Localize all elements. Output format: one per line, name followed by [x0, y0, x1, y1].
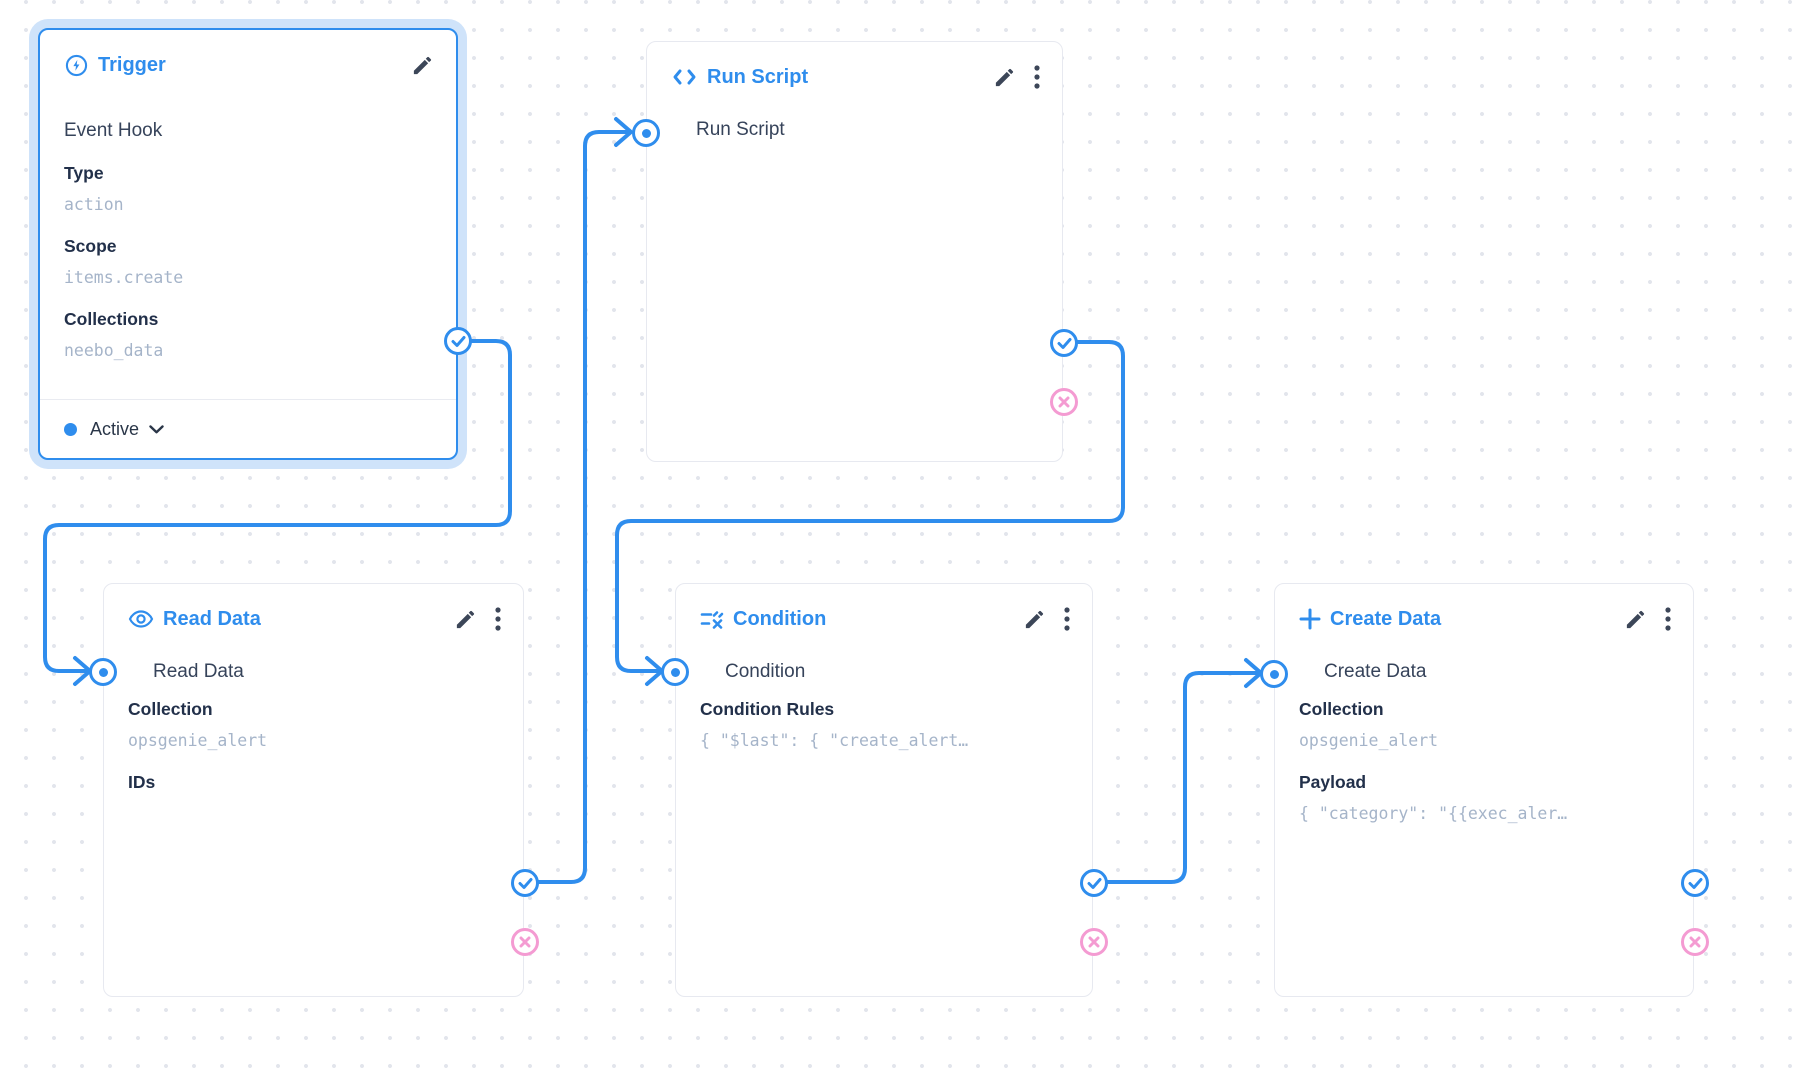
field-label: Collection: [128, 699, 213, 719]
field-value: opsgenie_alert: [1299, 731, 1439, 750]
wire-condition-to-create-data: [1104, 671, 1260, 884]
wire-trigger-to-read-data: [43, 339, 512, 673]
rule-icon: [700, 609, 724, 629]
node-title: Condition: [733, 607, 827, 630]
wire-arrow-run-script: [614, 117, 633, 147]
field-value: items.create: [64, 268, 184, 287]
resolve-port[interactable]: [1080, 869, 1108, 897]
status-dot: [64, 422, 77, 436]
input-port[interactable]: [1260, 660, 1288, 688]
input-port[interactable]: [89, 658, 117, 686]
resolve-port[interactable]: [444, 327, 472, 355]
input-label: Create Data: [1324, 661, 1427, 682]
trigger-type-label: Event Hook: [64, 120, 163, 141]
edit-icon[interactable]: [1624, 608, 1647, 631]
reject-port[interactable]: [1050, 388, 1078, 416]
node-title: Trigger: [98, 53, 166, 76]
resolve-port[interactable]: [511, 869, 539, 897]
resolve-port[interactable]: [1681, 869, 1709, 897]
wire-read-data-to-run-script: [535, 130, 630, 884]
edit-icon[interactable]: [411, 54, 434, 77]
node-read-data[interactable]: Read Data Read Data Collection opsgenie_…: [89, 583, 539, 997]
field-value: action: [64, 195, 124, 214]
edit-icon[interactable]: [1023, 608, 1046, 631]
field-label: Collection: [1299, 699, 1384, 719]
resolve-port[interactable]: [1050, 329, 1078, 357]
chevron-down-icon: [149, 424, 164, 434]
kebab-menu-icon[interactable]: [1034, 65, 1040, 89]
input-port[interactable]: [661, 658, 689, 686]
field-label: IDs: [128, 772, 156, 792]
field-label: Type: [64, 163, 104, 183]
input-port[interactable]: [632, 119, 660, 147]
status-label: Active: [90, 418, 140, 439]
field-label: Condition Rules: [700, 699, 835, 719]
plus-icon: [1299, 608, 1321, 630]
input-label: Read Data: [153, 661, 244, 682]
kebab-menu-icon[interactable]: [495, 607, 501, 631]
edit-icon[interactable]: [454, 608, 477, 631]
field-label: Payload: [1299, 772, 1367, 792]
node-title: Run Script: [707, 65, 809, 88]
field-label: Collections: [64, 309, 159, 329]
code-icon: [671, 67, 698, 87]
field-value: { "$last": { "create_alert…: [700, 731, 969, 750]
kebab-menu-icon[interactable]: [1665, 607, 1671, 631]
status-dropdown[interactable]: Active: [40, 399, 456, 458]
reject-port[interactable]: [1080, 928, 1108, 956]
field-label: Scope: [64, 236, 117, 256]
reject-port[interactable]: [511, 928, 539, 956]
wire-run-script-to-condition: [615, 340, 1125, 673]
node-condition[interactable]: Condition Condition Condition Rules { "$…: [661, 583, 1108, 997]
field-value: { "category": "{{exec_aler…: [1299, 804, 1568, 823]
reject-port[interactable]: [1681, 928, 1709, 956]
edit-icon[interactable]: [993, 66, 1016, 89]
eye-icon: [128, 609, 154, 629]
input-label: Run Script: [696, 119, 785, 140]
kebab-menu-icon[interactable]: [1064, 607, 1070, 631]
node-run-script[interactable]: Run Script Run Script: [632, 41, 1078, 462]
field-value: opsgenie_alert: [128, 731, 268, 750]
bolt-circle-icon: [64, 53, 89, 78]
node-trigger[interactable]: Trigger Event Hook Type action Scope ite…: [38, 28, 472, 460]
field-value: neebo_data: [64, 341, 164, 360]
node-title: Read Data: [163, 607, 261, 630]
node-create-data[interactable]: Create Data Create Data Collection opsge…: [1260, 583, 1709, 997]
node-title: Create Data: [1330, 607, 1442, 630]
input-label: Condition: [725, 661, 806, 682]
